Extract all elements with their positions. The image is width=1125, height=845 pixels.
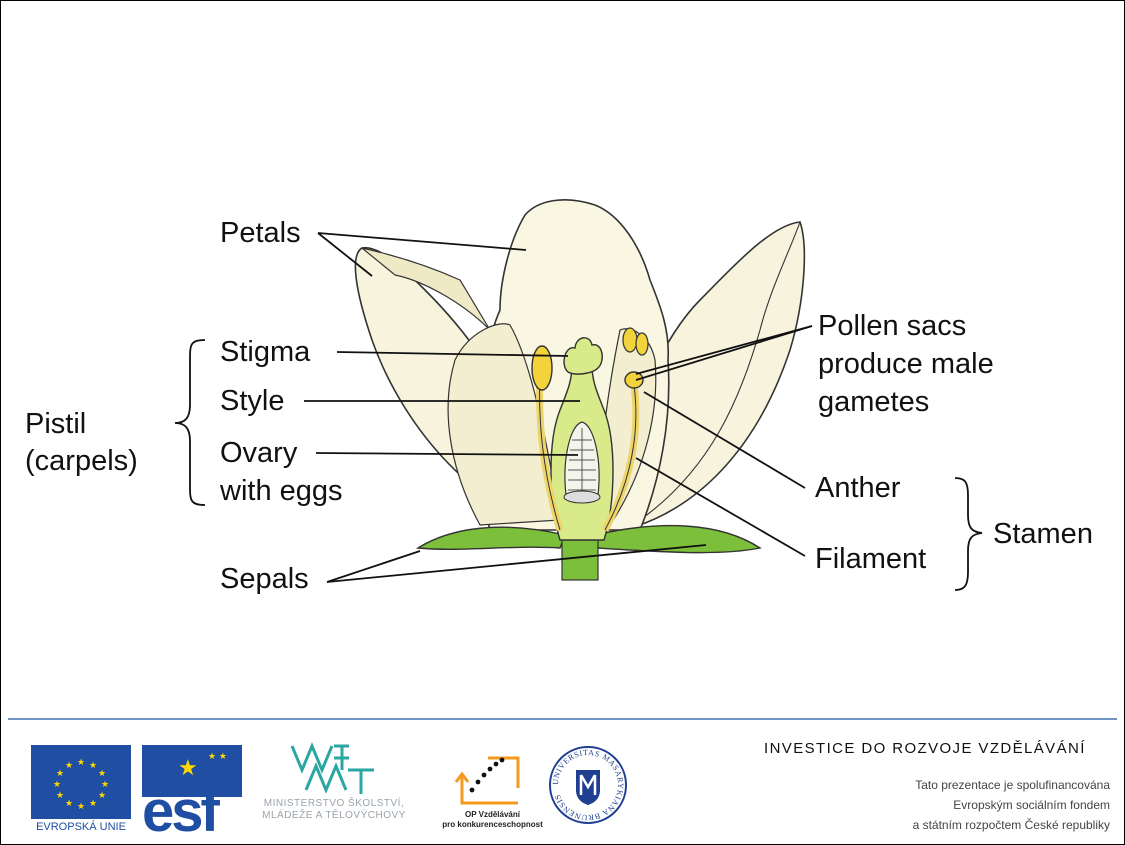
eu-label: EVROPSKÁ UNIE — [31, 819, 131, 835]
svg-text:★: ★ — [89, 761, 97, 771]
anther-back-1 — [623, 328, 637, 352]
label-with-eggs: with eggs — [219, 475, 343, 507]
ovary-base — [564, 491, 600, 503]
label-petals: Petals — [220, 217, 301, 249]
sepal-left — [418, 527, 565, 549]
msmt-line-2: MLÁDEŽE A TĚLOVÝCHOVY — [244, 810, 424, 822]
label-produce-male: produce male — [818, 348, 994, 380]
svg-text:★: ★ — [89, 799, 97, 809]
label-style: Style — [220, 385, 284, 417]
financing-note: Tato prezentace je spolufinancována Evro… — [913, 775, 1110, 835]
eu-stars-icon: ★★★★ ★★★★ ★★★★ — [31, 745, 131, 819]
label-stigma: Stigma — [220, 336, 311, 368]
svg-text:★: ★ — [65, 761, 73, 771]
svg-text:★: ★ — [65, 799, 73, 809]
svg-text:★: ★ — [98, 791, 106, 801]
esf-text: esf — [142, 779, 221, 835]
label-stamen: Stamen — [993, 518, 1093, 550]
label-filament: Filament — [815, 543, 926, 575]
op-logo: OP Vzdělávání pro konkurenceschopnost — [440, 748, 545, 836]
op-line-2: pro konkurenceschopnost — [440, 820, 545, 830]
op-text: OP Vzdělávání pro konkurenceschopnost — [440, 810, 545, 830]
svg-text:★: ★ — [178, 756, 198, 781]
msmt-mark-icon — [244, 740, 424, 796]
msmt-logo: MINISTERSTVO ŠKOLSTVÍ, MLÁDEŽE A TĚLOVÝC… — [244, 740, 424, 835]
pistil-brace — [175, 340, 205, 505]
anther-back-2 — [636, 333, 648, 355]
svg-text:★: ★ — [77, 802, 85, 812]
svg-text:★: ★ — [53, 780, 61, 790]
label-sepals: Sepals — [220, 563, 309, 595]
label-carpels: (carpels) — [25, 445, 138, 477]
stem — [562, 540, 598, 580]
op-line-1: OP Vzdělávání — [440, 810, 545, 820]
svg-text:★ ★: ★ ★ — [208, 752, 227, 762]
eu-logo: ★★★★ ★★★★ ★★★★ EVROPSKÁ UNIE — [31, 745, 131, 835]
label-anther: Anther — [815, 472, 901, 504]
anther-left — [532, 346, 552, 390]
finance-line-1: Tato prezentace je spolufinancována — [913, 775, 1110, 795]
label-pistil: Pistil — [25, 408, 86, 440]
flower-diagram: Petals Stigma Style Pistil (carpels) Ova… — [0, 0, 1125, 720]
label-pollen-sacs: Pollen sacs — [818, 310, 966, 342]
footer-divider — [8, 718, 1117, 720]
svg-text:★: ★ — [77, 758, 85, 768]
op-mark-icon — [440, 748, 545, 808]
svg-text:★: ★ — [101, 780, 109, 790]
label-ovary: Ovary — [220, 437, 298, 469]
msmt-text: MINISTERSTVO ŠKOLSTVÍ, MLÁDEŽE A TĚLOVÝC… — [244, 798, 424, 822]
label-gametes: gametes — [818, 386, 929, 418]
finance-line-3: a státním rozpočtem České republiky — [913, 815, 1110, 835]
esf-logo: ★ ★ ★ esf — [142, 745, 242, 835]
anther-right — [625, 372, 643, 388]
muni-seal: UNIVERSITAS MASARYKIANA BRUNENSIS — [548, 745, 628, 825]
svg-text:★: ★ — [56, 769, 64, 779]
msmt-line-1: MINISTERSTVO ŠKOLSTVÍ, — [244, 798, 424, 810]
svg-text:★: ★ — [56, 791, 64, 801]
stamen-brace — [955, 478, 982, 590]
svg-text:★: ★ — [98, 769, 106, 779]
finance-line-2: Evropským sociálním fondem — [913, 795, 1110, 815]
investice-heading: INVESTICE DO ROZVOJE VZDĚLÁVÁNÍ — [764, 740, 1086, 757]
